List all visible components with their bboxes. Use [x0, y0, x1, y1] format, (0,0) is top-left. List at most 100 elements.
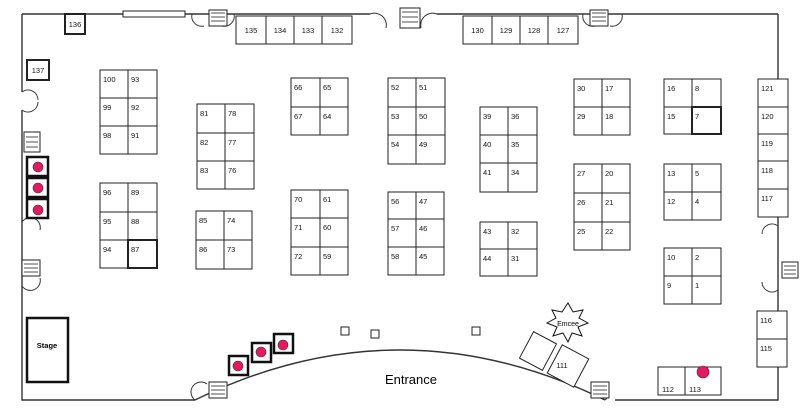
booth-92[interactable]: 92 — [127, 97, 158, 127]
booth-35[interactable]: 35 — [507, 134, 538, 164]
booth-120[interactable]: 120 — [757, 106, 789, 135]
marker-left-2[interactable] — [25, 176, 50, 199]
marker-left-3[interactable] — [25, 197, 50, 220]
booth-36[interactable]: 36 — [507, 106, 538, 136]
booth-9[interactable]: 9 — [663, 275, 693, 305]
booth-91[interactable]: 91 — [127, 125, 158, 155]
booth-25[interactable]: 25 — [573, 221, 603, 251]
booth-94[interactable]: 94 — [99, 239, 129, 269]
booth-31[interactable]: 31 — [507, 248, 538, 277]
booth-119[interactable]: 119 — [757, 133, 789, 162]
booth-34[interactable]: 34 — [507, 162, 538, 193]
booth-44[interactable]: 44 — [479, 248, 509, 277]
booth-60[interactable]: 60 — [319, 217, 349, 248]
booth-74[interactable]: 74 — [223, 210, 253, 241]
booth-29[interactable]: 29 — [573, 106, 603, 136]
booth-20[interactable]: 20 — [601, 163, 631, 194]
booth-83[interactable]: 83 — [196, 160, 226, 190]
booth-57[interactable]: 57 — [387, 218, 417, 248]
booth-26[interactable]: 26 — [573, 192, 603, 223]
booth-18[interactable]: 18 — [601, 106, 631, 136]
booth-46[interactable]: 46 — [415, 218, 445, 248]
booth-136[interactable]: 136 — [64, 13, 86, 35]
booth-50[interactable]: 50 — [415, 106, 446, 136]
booth-76[interactable]: 76 — [224, 160, 255, 190]
booth-93[interactable]: 93 — [127, 69, 158, 99]
emcee-stand[interactable]: Emcee — [545, 302, 590, 344]
marker-entrance-2[interactable] — [250, 341, 273, 364]
booth-73[interactable]: 73 — [223, 239, 253, 270]
booth-96[interactable]: 96 — [99, 182, 129, 213]
booth-129[interactable]: 129 — [491, 15, 521, 45]
booth-71[interactable]: 71 — [290, 217, 321, 248]
booth-45[interactable]: 45 — [415, 246, 445, 276]
booth-22[interactable]: 22 — [601, 221, 631, 251]
booth-81[interactable]: 81 — [196, 103, 226, 134]
booth-115[interactable]: 115 — [756, 338, 788, 368]
booth-49[interactable]: 49 — [415, 134, 446, 165]
booth-121[interactable]: 121 — [757, 78, 789, 108]
booth-98[interactable]: 98 — [99, 125, 129, 155]
booth-10[interactable]: 10 — [663, 247, 693, 277]
booth-51[interactable]: 51 — [415, 77, 446, 108]
booth-118[interactable]: 118 — [757, 160, 789, 190]
marker-booth-113[interactable] — [696, 365, 710, 379]
booth-17[interactable]: 17 — [601, 78, 631, 108]
booth-128[interactable]: 128 — [519, 15, 549, 45]
marker-entrance-3[interactable] — [272, 332, 295, 355]
booth-7[interactable]: 7 — [691, 106, 722, 135]
booth-117[interactable]: 117 — [757, 188, 789, 218]
booth-30[interactable]: 30 — [573, 78, 603, 108]
stage[interactable]: Stage — [25, 316, 70, 384]
booth-8[interactable]: 8 — [691, 78, 722, 108]
booth-100[interactable]: 100 — [99, 69, 129, 99]
booth-1[interactable]: 1 — [691, 275, 722, 305]
booth-88[interactable]: 88 — [127, 211, 158, 241]
booth-65[interactable]: 65 — [319, 77, 349, 108]
booth-41[interactable]: 41 — [479, 162, 509, 193]
booth-95[interactable]: 95 — [99, 211, 129, 241]
booth-64[interactable]: 64 — [319, 106, 349, 136]
marker-entrance-1[interactable] — [227, 354, 250, 377]
booth-59[interactable]: 59 — [319, 246, 349, 276]
booth-70[interactable]: 70 — [290, 189, 321, 219]
booth-112[interactable]: 112 — [657, 366, 686, 396]
booth-89[interactable]: 89 — [127, 182, 158, 213]
booth-85[interactable]: 85 — [195, 210, 225, 241]
booth-132[interactable]: 132 — [321, 15, 353, 45]
booth-133[interactable]: 133 — [293, 15, 323, 45]
booth-87[interactable]: 87 — [127, 239, 158, 269]
booth-52[interactable]: 52 — [387, 77, 417, 108]
booth-78[interactable]: 78 — [224, 103, 255, 134]
booth-72[interactable]: 72 — [290, 246, 321, 276]
booth-13[interactable]: 13 — [663, 163, 693, 193]
booth-2[interactable]: 2 — [691, 247, 722, 277]
booth-4[interactable]: 4 — [691, 191, 722, 221]
marker-left-1[interactable] — [25, 155, 50, 178]
booth-86[interactable]: 86 — [195, 239, 225, 270]
booth-134[interactable]: 134 — [265, 15, 295, 45]
booth-67[interactable]: 67 — [290, 106, 321, 136]
booth-5[interactable]: 5 — [691, 163, 722, 193]
booth-135[interactable]: 135 — [235, 15, 267, 45]
booth-61[interactable]: 61 — [319, 189, 349, 219]
booth-77[interactable]: 77 — [224, 132, 255, 162]
booth-58[interactable]: 58 — [387, 246, 417, 276]
booth-21[interactable]: 21 — [601, 192, 631, 223]
booth-116[interactable]: 116 — [756, 310, 788, 340]
booth-66[interactable]: 66 — [290, 77, 321, 108]
booth-54[interactable]: 54 — [387, 134, 417, 165]
booth-111[interactable]: 111 — [518, 330, 590, 388]
booth-15[interactable]: 15 — [663, 106, 693, 135]
booth-47[interactable]: 47 — [415, 191, 445, 220]
booth-53[interactable]: 53 — [387, 106, 417, 136]
booth-39[interactable]: 39 — [479, 106, 509, 136]
booth-27[interactable]: 27 — [573, 163, 603, 194]
booth-130[interactable]: 130 — [462, 15, 493, 45]
booth-137[interactable]: 137 — [26, 59, 50, 81]
booth-82[interactable]: 82 — [196, 132, 226, 162]
booth-99[interactable]: 99 — [99, 97, 129, 127]
booth-127[interactable]: 127 — [547, 15, 579, 45]
booth-12[interactable]: 12 — [663, 191, 693, 221]
booth-40[interactable]: 40 — [479, 134, 509, 164]
